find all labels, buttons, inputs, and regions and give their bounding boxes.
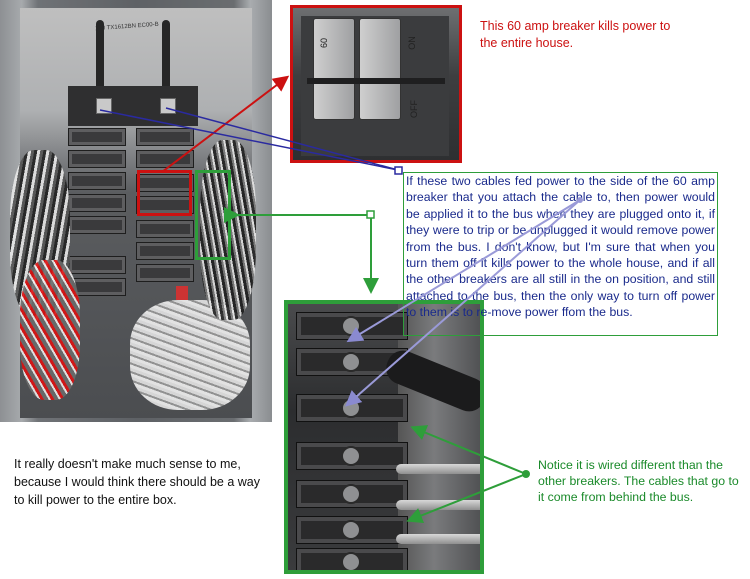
top-cable-left (96, 20, 104, 90)
red-annotation: This 60 amp breaker kills power to the e… (480, 19, 671, 50)
breaker (136, 220, 194, 238)
breaker (136, 242, 194, 260)
green-arrow-1 (410, 425, 527, 475)
bus-breaker-row (296, 442, 408, 470)
gray-cable (396, 500, 480, 510)
tripped-breaker-handle (176, 286, 188, 300)
breaker (68, 150, 126, 168)
red-arrow (161, 75, 290, 173)
green-line-anchor (366, 210, 375, 219)
black-annotation: It really doesn't make much sense to me,… (14, 457, 260, 507)
breaker (68, 128, 126, 146)
breaker (136, 264, 194, 282)
highlight-60-amp-breaker (137, 170, 192, 216)
breaker (68, 172, 126, 190)
blue-line-1 (99, 109, 399, 171)
top-cable-right (162, 20, 170, 90)
lightblue-arrow-2 (344, 199, 581, 407)
breaker (136, 128, 194, 146)
breaker-panel-photo: 100 TX1612BN EC00-B (0, 0, 272, 422)
lightblue-anchor (577, 197, 583, 203)
breaker-toggle-left (313, 18, 355, 120)
breaker (136, 150, 194, 168)
gray-cable (396, 464, 480, 474)
green-annotation: Notice it is wired different than the ot… (538, 458, 739, 504)
lightblue-arrow-1 (346, 199, 581, 343)
main-lug-block (68, 86, 198, 126)
wire-bundle-red (20, 260, 80, 400)
bus-breaker-row (296, 480, 408, 508)
breaker-divider (307, 78, 445, 84)
blue-line-2 (165, 107, 399, 171)
breaker-60-amp (136, 174, 194, 192)
blue-line-anchor (394, 166, 403, 175)
green-arrow-2 (406, 473, 527, 524)
bus-breaker-row (296, 516, 408, 544)
zoom-60-amp-breaker: 60 ON OFF (290, 5, 462, 163)
gray-cable (396, 534, 480, 544)
breaker-toggle-right (359, 18, 401, 120)
green-anchor (522, 470, 530, 478)
bus-breaker-row (296, 548, 408, 570)
